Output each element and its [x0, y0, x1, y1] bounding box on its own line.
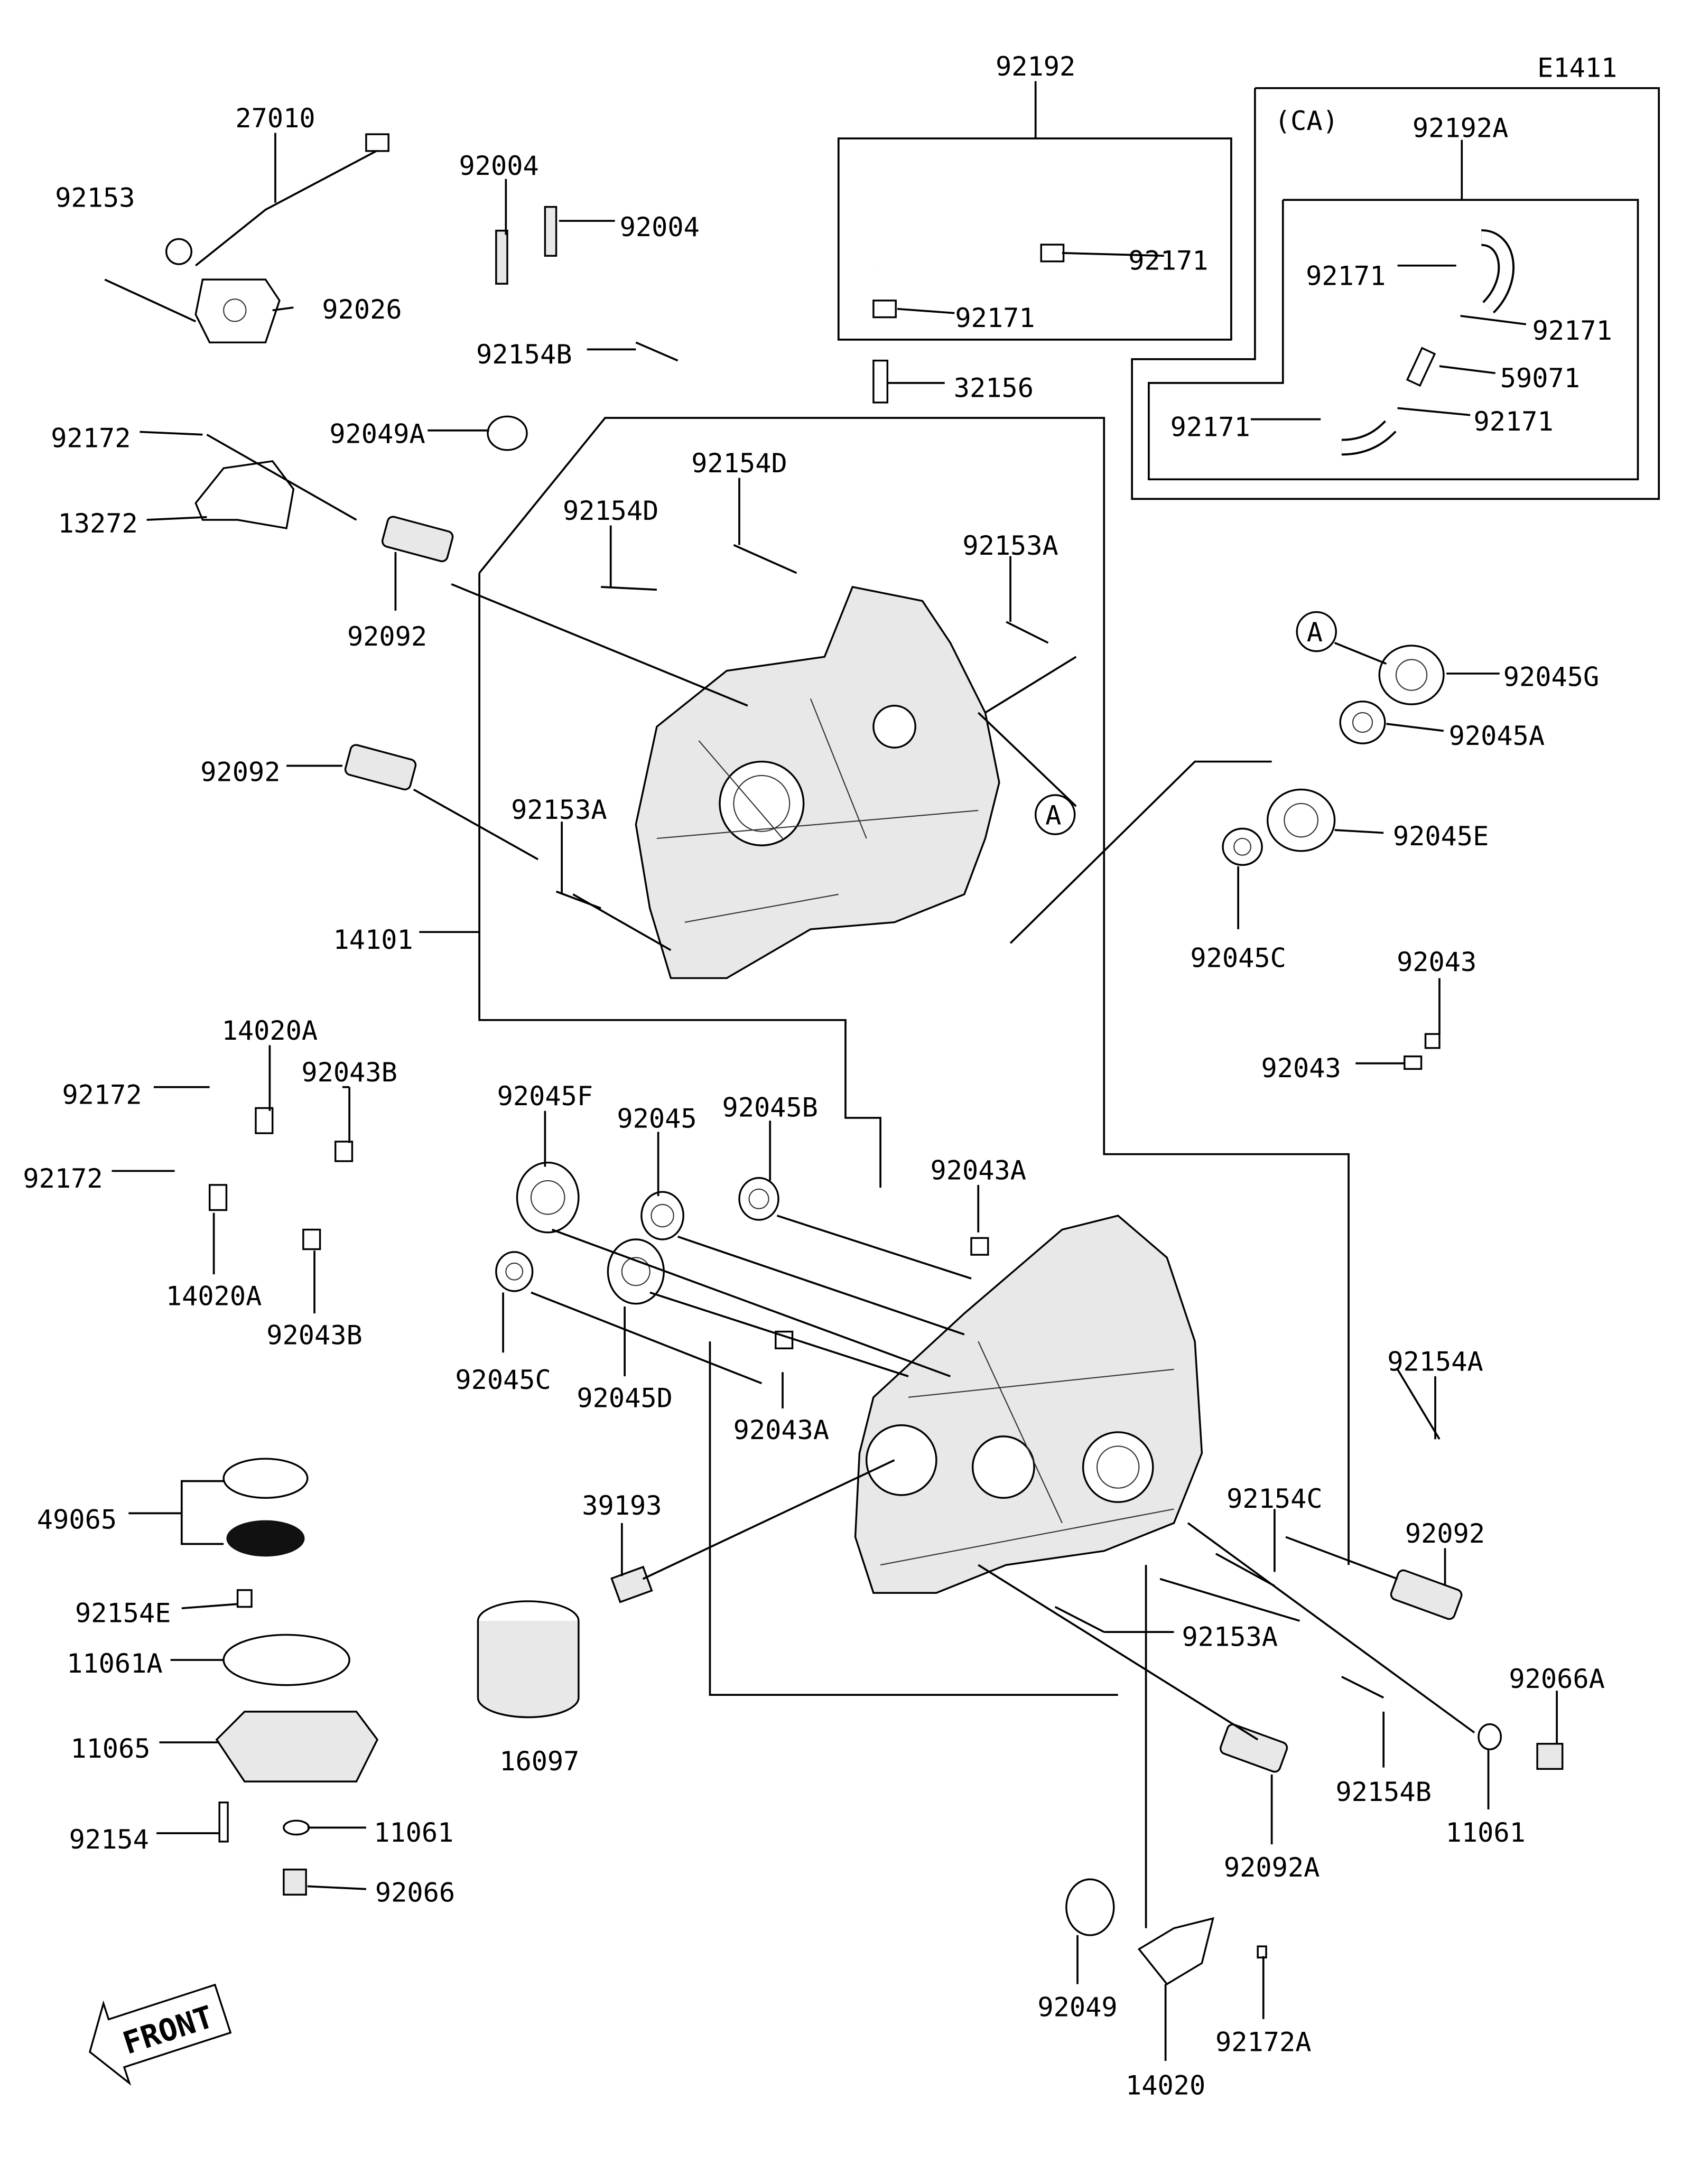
part-number-label: 92153A: [511, 794, 607, 825]
part-number-label: 92045: [617, 1103, 696, 1134]
part-number-label: 59071: [1500, 362, 1580, 394]
part-number-label: 14101: [333, 924, 413, 955]
lower-crankcase: [854, 1215, 1203, 1594]
part-number-label: 92153A: [962, 530, 1058, 561]
part-number-label: 92043B: [301, 1057, 397, 1088]
part-number-label: 92026: [322, 294, 402, 325]
part-number-label: 92171: [1474, 406, 1554, 437]
part-number-label: 92154D: [691, 447, 787, 479]
part-number-label: 92004: [459, 150, 539, 181]
part-number-label: 92043: [1397, 946, 1476, 977]
part-number-label: 92171: [955, 302, 1035, 333]
part-number-label: 92004: [620, 211, 700, 242]
part-number-label: 92171: [1532, 315, 1612, 346]
part-number-label: 92171: [1170, 411, 1250, 442]
part-number-label: 92092: [1405, 1518, 1485, 1549]
part-number-label: 92045C: [1190, 942, 1286, 973]
part-number-label: 92049A: [329, 418, 425, 450]
part-number-label: 92192A: [1413, 112, 1508, 143]
part-number-label: 39193: [582, 1490, 662, 1521]
part-number-label: 11061: [1446, 1817, 1526, 1848]
part-number-label: 92066A: [1509, 1663, 1604, 1694]
part-number-label: 92154C: [1227, 1483, 1322, 1514]
part-number-label: 11065: [70, 1733, 150, 1764]
callout-a-top: A: [1296, 611, 1337, 652]
part-number-label: 92045B: [722, 1091, 817, 1123]
part-number-label: 92154: [69, 1824, 149, 1855]
part-labels: 92192 92192A 27010 92153 92026 92004 92004 9215…: [23, 51, 1612, 2101]
part-number-label: 92154A: [1387, 1346, 1483, 1377]
part-number-label: 92045C: [455, 1364, 551, 1395]
part-number-label: 92045F: [497, 1080, 593, 1112]
part-number-label: 13272: [58, 508, 138, 539]
part-number-label: 92045A: [1449, 720, 1545, 751]
part-number-label: 92045E: [1393, 820, 1489, 852]
part-number-label: 27010: [235, 102, 315, 134]
part-number-label: 92154D: [563, 495, 658, 526]
part-number-label: 92043B: [266, 1319, 362, 1350]
part-number-label: 92092: [200, 757, 280, 788]
part-number-label: 92043A: [931, 1154, 1026, 1186]
part-number-label: 92153A: [1182, 1621, 1278, 1653]
part-number-label: 11061: [374, 1817, 453, 1848]
part-number-label: 14020: [1126, 2070, 1205, 2101]
frame-boxes: [419, 81, 1660, 1696]
part-number-label: 32156: [954, 372, 1034, 403]
part-number-label: 92045G: [1503, 661, 1599, 693]
svg-text:A: A: [1045, 800, 1061, 831]
part-number-label: 92154E: [75, 1598, 171, 1629]
part-number-label: 92043A: [733, 1414, 829, 1445]
part-number-label: 92171: [1128, 245, 1208, 276]
part-number-label: 92172: [23, 1163, 103, 1194]
front-logo: FRONT: [89, 1983, 232, 2086]
part-number-label: 11061A: [67, 1648, 162, 1679]
part-number-label: 92172: [62, 1079, 142, 1110]
part-number-label: 92154B: [1335, 1776, 1431, 1807]
part-number-label: 92192: [996, 51, 1075, 82]
variant-label: (CA): [1275, 105, 1339, 136]
diagram-code: E1411: [1537, 52, 1617, 83]
part-number-label: 92045D: [577, 1382, 672, 1413]
part-number-label: 92172: [51, 423, 131, 454]
part-number-label: 16097: [499, 1746, 579, 1777]
part-number-label: 92171: [1306, 260, 1386, 292]
part-number-label: 92066: [375, 1877, 455, 1908]
part-number-label: 92153: [55, 182, 135, 213]
part-number-label: 92172A: [1215, 2027, 1311, 2058]
upper-crankcase: [635, 586, 1000, 979]
callout-a-case: A: [1034, 794, 1076, 835]
part-number-label: 92154B: [476, 339, 572, 370]
part-number-label: 92092: [347, 621, 427, 652]
part-number-label: 49065: [37, 1504, 117, 1535]
part-number-label: 92049: [1037, 1991, 1117, 2022]
part-number-label: 14020A: [166, 1280, 262, 1311]
part-shapes: [165, 133, 1564, 1985]
svg-text:A: A: [1307, 617, 1323, 648]
part-number-label: 14020A: [222, 1015, 318, 1046]
part-number-label: 92043: [1261, 1052, 1341, 1084]
part-number-label: 92092A: [1224, 1852, 1320, 1883]
leader-lines: [104, 133, 1558, 2061]
